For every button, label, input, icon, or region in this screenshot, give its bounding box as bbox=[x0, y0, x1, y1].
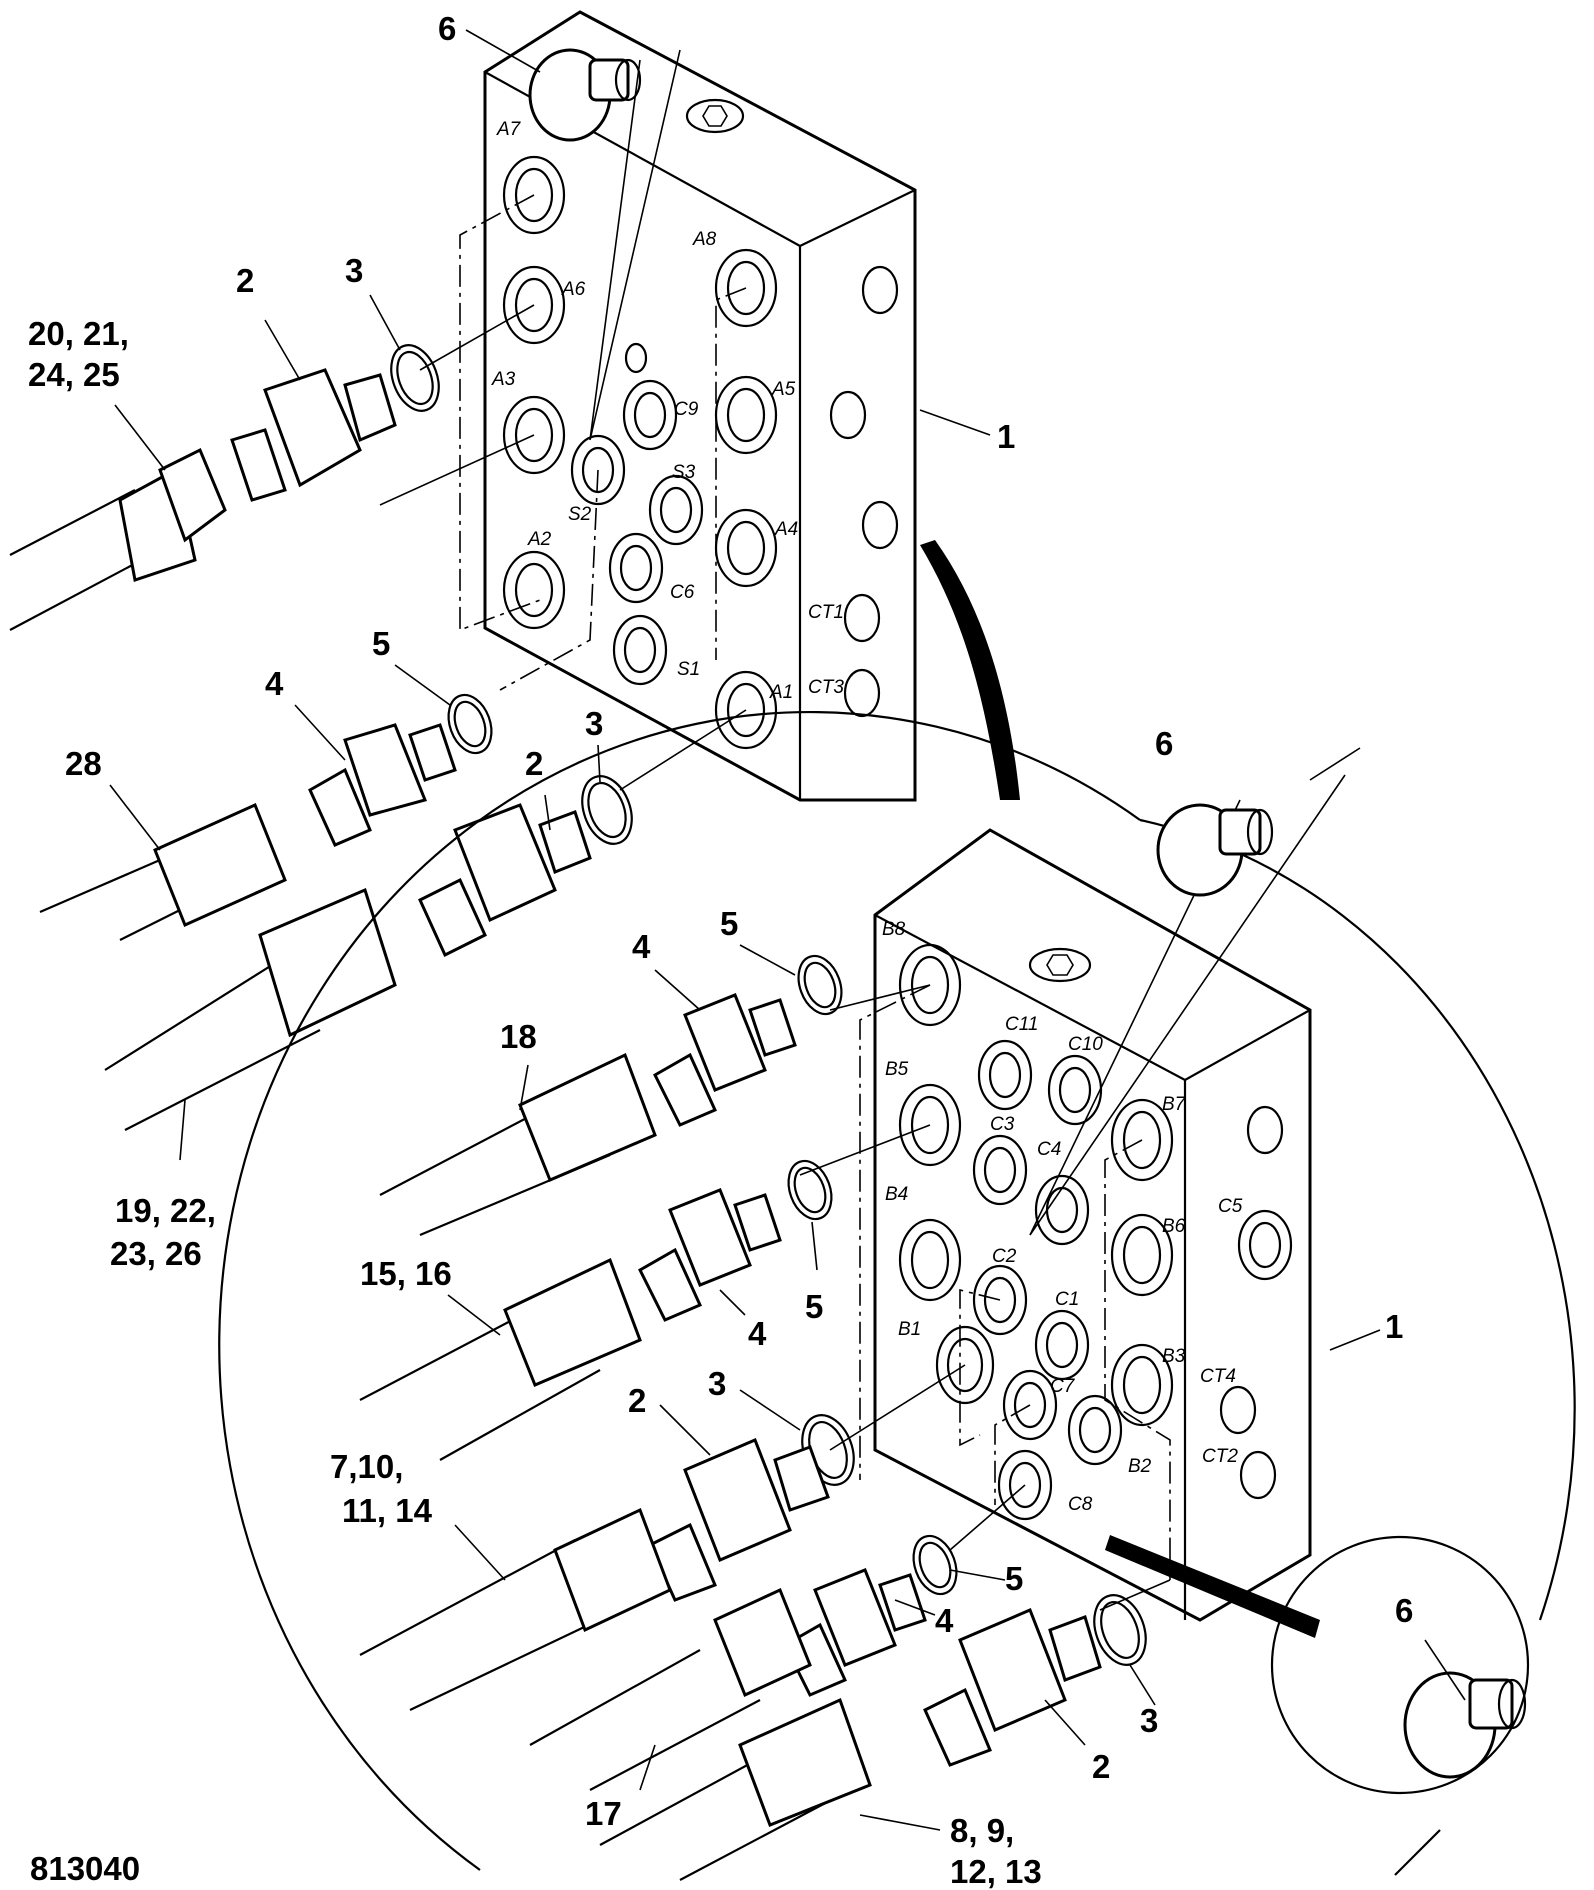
callout-4-detail-low: 4 bbox=[935, 1602, 954, 1639]
callout-3-top: 3 bbox=[345, 252, 363, 289]
port-C4: C4 bbox=[1037, 1139, 1061, 1160]
port-C5: C5 bbox=[1218, 1196, 1243, 1217]
figure-number: 813040 bbox=[30, 1850, 140, 1887]
callout-28: 28 bbox=[65, 745, 102, 782]
port-CT1: CT1 bbox=[808, 602, 844, 623]
port-A6: A6 bbox=[561, 279, 586, 300]
callout-leaders bbox=[109, 29, 1381, 1831]
callout-24-25: 24, 25 bbox=[28, 356, 120, 393]
callout-11-14: 11, 14 bbox=[342, 1492, 433, 1529]
port-A7: A7 bbox=[496, 119, 522, 140]
port-A5: A5 bbox=[771, 379, 796, 400]
callout-1-bottom: 1 bbox=[1385, 1308, 1403, 1345]
port-C1: C1 bbox=[1055, 1289, 1079, 1310]
zoom-connector bbox=[920, 540, 1020, 800]
upper-left-hoses bbox=[9, 344, 440, 631]
port-A8: A8 bbox=[692, 229, 717, 250]
callout-1-top: 1 bbox=[997, 418, 1015, 455]
bottom-manifold-block bbox=[873, 828, 1312, 1622]
detail-fittings bbox=[359, 954, 1147, 1881]
callout-4-detail-upper: 4 bbox=[632, 928, 651, 965]
callout-6-top: 6 bbox=[438, 10, 456, 47]
callout-19-22: 19, 22, bbox=[115, 1192, 216, 1229]
port-S3: S3 bbox=[672, 462, 696, 483]
port-B2: B2 bbox=[1128, 1456, 1152, 1477]
callout-3-detail-low: 3 bbox=[1140, 1702, 1158, 1739]
callout-3-detail-mid: 3 bbox=[708, 1365, 726, 1402]
top-plug-6 bbox=[528, 48, 642, 142]
bottom-port-labels: B8 C11 C10 B5 B7 C3 C4 C5 B4 B6 C2 C1 B1… bbox=[882, 919, 1243, 1515]
port-B5: B5 bbox=[885, 1059, 909, 1080]
callout-6-mid: 6 bbox=[1155, 725, 1173, 762]
port-CT2: CT2 bbox=[1202, 1446, 1238, 1467]
callout-6-small: 6 bbox=[1395, 1592, 1413, 1629]
port-CT4: CT4 bbox=[1200, 1366, 1236, 1387]
callout-labels: 6 3 2 20, 21, 24, 25 1 5 4 28 3 2 6 5 4 … bbox=[28, 10, 1413, 1890]
port-C10: C10 bbox=[1068, 1034, 1103, 1055]
bottom-block-ports bbox=[898, 943, 1293, 1521]
port-C7: C7 bbox=[1050, 1376, 1076, 1397]
bottom-plug-6 bbox=[1156, 803, 1274, 897]
callout-3-mid: 3 bbox=[585, 705, 603, 742]
callout-23-26: 23, 26 bbox=[110, 1235, 202, 1272]
port-B3: B3 bbox=[1162, 1346, 1186, 1367]
small-detail-connector bbox=[1105, 1535, 1320, 1638]
callout-5-detail-upper: 5 bbox=[720, 905, 738, 942]
port-B8: B8 bbox=[882, 919, 906, 940]
callout-7-10: 7,10, bbox=[330, 1448, 403, 1485]
port-A4: A4 bbox=[774, 519, 798, 540]
callout-20-21: 20, 21, bbox=[28, 315, 129, 352]
callout-8-9: 8, 9, bbox=[950, 1812, 1014, 1849]
callout-15-16: 15, 16 bbox=[360, 1255, 452, 1292]
port-S2: S2 bbox=[568, 504, 592, 525]
small-detail-circle bbox=[1270, 1535, 1530, 1795]
detail-circle bbox=[218, 710, 1576, 1876]
port-S1: S1 bbox=[677, 659, 700, 680]
top-port-labels: A7 A6 A3 A2 A8 A5 A4 A1 C9 S2 S3 C6 S1 C… bbox=[491, 119, 844, 703]
callout-5-detail-low: 5 bbox=[1005, 1560, 1023, 1597]
middle-left-hoses bbox=[39, 693, 633, 1131]
port-C3: C3 bbox=[990, 1114, 1015, 1135]
port-C11: C11 bbox=[1005, 1014, 1038, 1035]
port-A2: A2 bbox=[527, 529, 552, 550]
callout-2-top: 2 bbox=[236, 262, 254, 299]
callout-2-detail-mid: 2 bbox=[628, 1382, 646, 1419]
callout-18: 18 bbox=[500, 1018, 537, 1055]
port-C6: C6 bbox=[670, 582, 695, 603]
bottom-block-leader-lines bbox=[799, 774, 1346, 1611]
callout-2-mid: 2 bbox=[525, 745, 543, 782]
callout-5-detail-mid: 5 bbox=[805, 1288, 823, 1325]
port-A3: A3 bbox=[491, 369, 516, 390]
port-B7: B7 bbox=[1162, 1094, 1187, 1115]
top-block-leader-lines bbox=[379, 49, 747, 791]
port-A1: A1 bbox=[769, 682, 793, 703]
callout-4-detail-mid: 4 bbox=[748, 1315, 767, 1352]
callout-17: 17 bbox=[585, 1795, 622, 1832]
callout-4-top: 4 bbox=[265, 665, 284, 702]
port-CT3: CT3 bbox=[808, 677, 844, 698]
callout-2-detail-low: 2 bbox=[1092, 1748, 1110, 1785]
port-C2: C2 bbox=[992, 1246, 1017, 1267]
port-C9: C9 bbox=[674, 399, 699, 420]
port-B6: B6 bbox=[1162, 1216, 1186, 1237]
callout-5-top: 5 bbox=[372, 625, 390, 662]
port-C8: C8 bbox=[1068, 1494, 1093, 1515]
port-B4: B4 bbox=[885, 1184, 908, 1205]
port-B1: B1 bbox=[898, 1319, 921, 1340]
callout-12-13: 12, 13 bbox=[950, 1853, 1042, 1890]
